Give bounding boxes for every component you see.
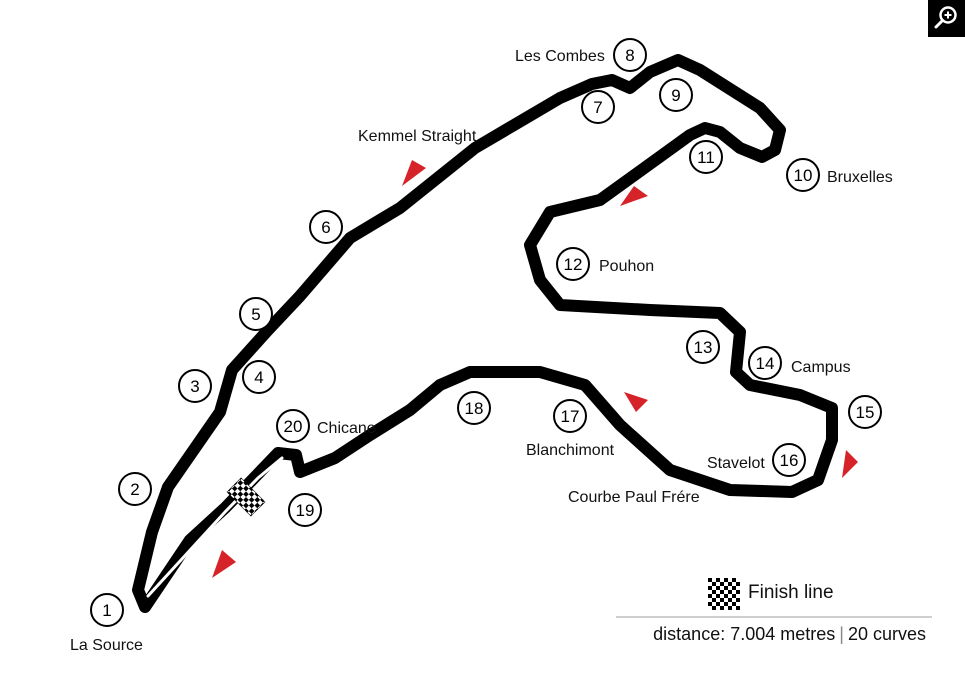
turn-name-blanchimont: Blanchimont <box>526 442 615 459</box>
turn-number: 6 <box>321 218 330 237</box>
turn-name-pouhon: Pouhon <box>599 258 654 275</box>
turn-17-marker: 17 <box>553 399 587 433</box>
turn-number: 17 <box>561 407 580 426</box>
turn-number: 12 <box>564 255 583 274</box>
zoom-button[interactable] <box>928 0 965 37</box>
turn-15-marker: 15 <box>848 395 882 429</box>
turn-6-marker: 6 <box>309 210 343 244</box>
turn-20-marker: 20 <box>276 409 310 443</box>
turn-9-marker: 9 <box>659 78 693 112</box>
turn-3-marker: 3 <box>178 369 212 403</box>
direction-arrow-icon <box>842 450 858 478</box>
turn-number: 9 <box>671 86 680 105</box>
turn-8-marker: 8 <box>613 38 647 72</box>
turn-7-marker: 7 <box>581 90 615 124</box>
legend: Finish line distance: 7.004 metres|20 cu… <box>616 578 932 648</box>
turn-name-campus: Campus <box>791 359 851 376</box>
turn-number: 3 <box>190 377 199 396</box>
zoom-in-magnifier-icon <box>934 6 957 29</box>
turn-5-marker: 5 <box>239 297 273 331</box>
turn-11-marker: 11 <box>689 140 723 174</box>
legend-divider <box>616 616 932 618</box>
turn-number: 16 <box>780 451 799 470</box>
turn-1-marker: 1 <box>90 593 124 627</box>
turn-number: 1 <box>102 601 111 620</box>
turn-name-bruxelles: Bruxelles <box>827 169 893 186</box>
direction-arrow-icon <box>624 392 648 412</box>
track-stats: distance: 7.004 metres|20 curves <box>653 624 926 645</box>
turn-16-marker: 16 <box>772 443 806 477</box>
finish-line-marker <box>226 477 266 517</box>
turn-number: 15 <box>856 403 875 422</box>
turn-2-marker: 2 <box>118 472 152 506</box>
turn-12-marker: 12 <box>556 247 590 281</box>
turn-number: 20 <box>284 417 303 436</box>
turn-number: 18 <box>465 399 484 418</box>
turn-number: 7 <box>593 98 602 117</box>
turn-number: 8 <box>625 46 634 65</box>
turn-number: 13 <box>694 338 713 357</box>
turn-number: 19 <box>296 501 315 520</box>
turn-name-stavelot: Stavelot <box>707 455 765 472</box>
turn-13-marker: 13 <box>686 330 720 364</box>
direction-arrow-icon <box>212 550 236 578</box>
turn-4-marker: 4 <box>242 360 276 394</box>
turn-10-marker: 10 <box>786 158 820 192</box>
direction-arrow-icon <box>620 186 648 206</box>
curves-text: 20 curves <box>847 624 926 644</box>
turn-name-les-combes: Les Combes <box>515 48 605 65</box>
direction-arrow-icon <box>402 160 426 186</box>
turn-18-marker: 18 <box>457 391 491 425</box>
turn-number: 4 <box>254 368 263 387</box>
turn-number: 11 <box>697 148 715 167</box>
turn-name-chicane: Chicane <box>317 420 376 437</box>
turn-number: 5 <box>251 305 260 324</box>
turn-19-marker: 19 <box>288 493 322 527</box>
distance-text: distance: 7.004 metres <box>653 624 836 644</box>
turn-number: 10 <box>794 166 813 185</box>
section-name-paul-frere: Courbe Paul Frére <box>568 489 700 506</box>
circuit-track <box>132 54 838 613</box>
turn-14-marker: 14 <box>748 346 782 380</box>
checkered-flag-icon <box>708 578 740 610</box>
turn-number: 14 <box>756 354 775 373</box>
section-name-kemmel: Kemmel Straight <box>358 128 477 145</box>
turn-number: 2 <box>130 480 139 499</box>
stats-separator: | <box>839 624 844 644</box>
turn-name-la-source: La Source <box>70 637 143 654</box>
finish-line-label: Finish line <box>748 582 834 603</box>
